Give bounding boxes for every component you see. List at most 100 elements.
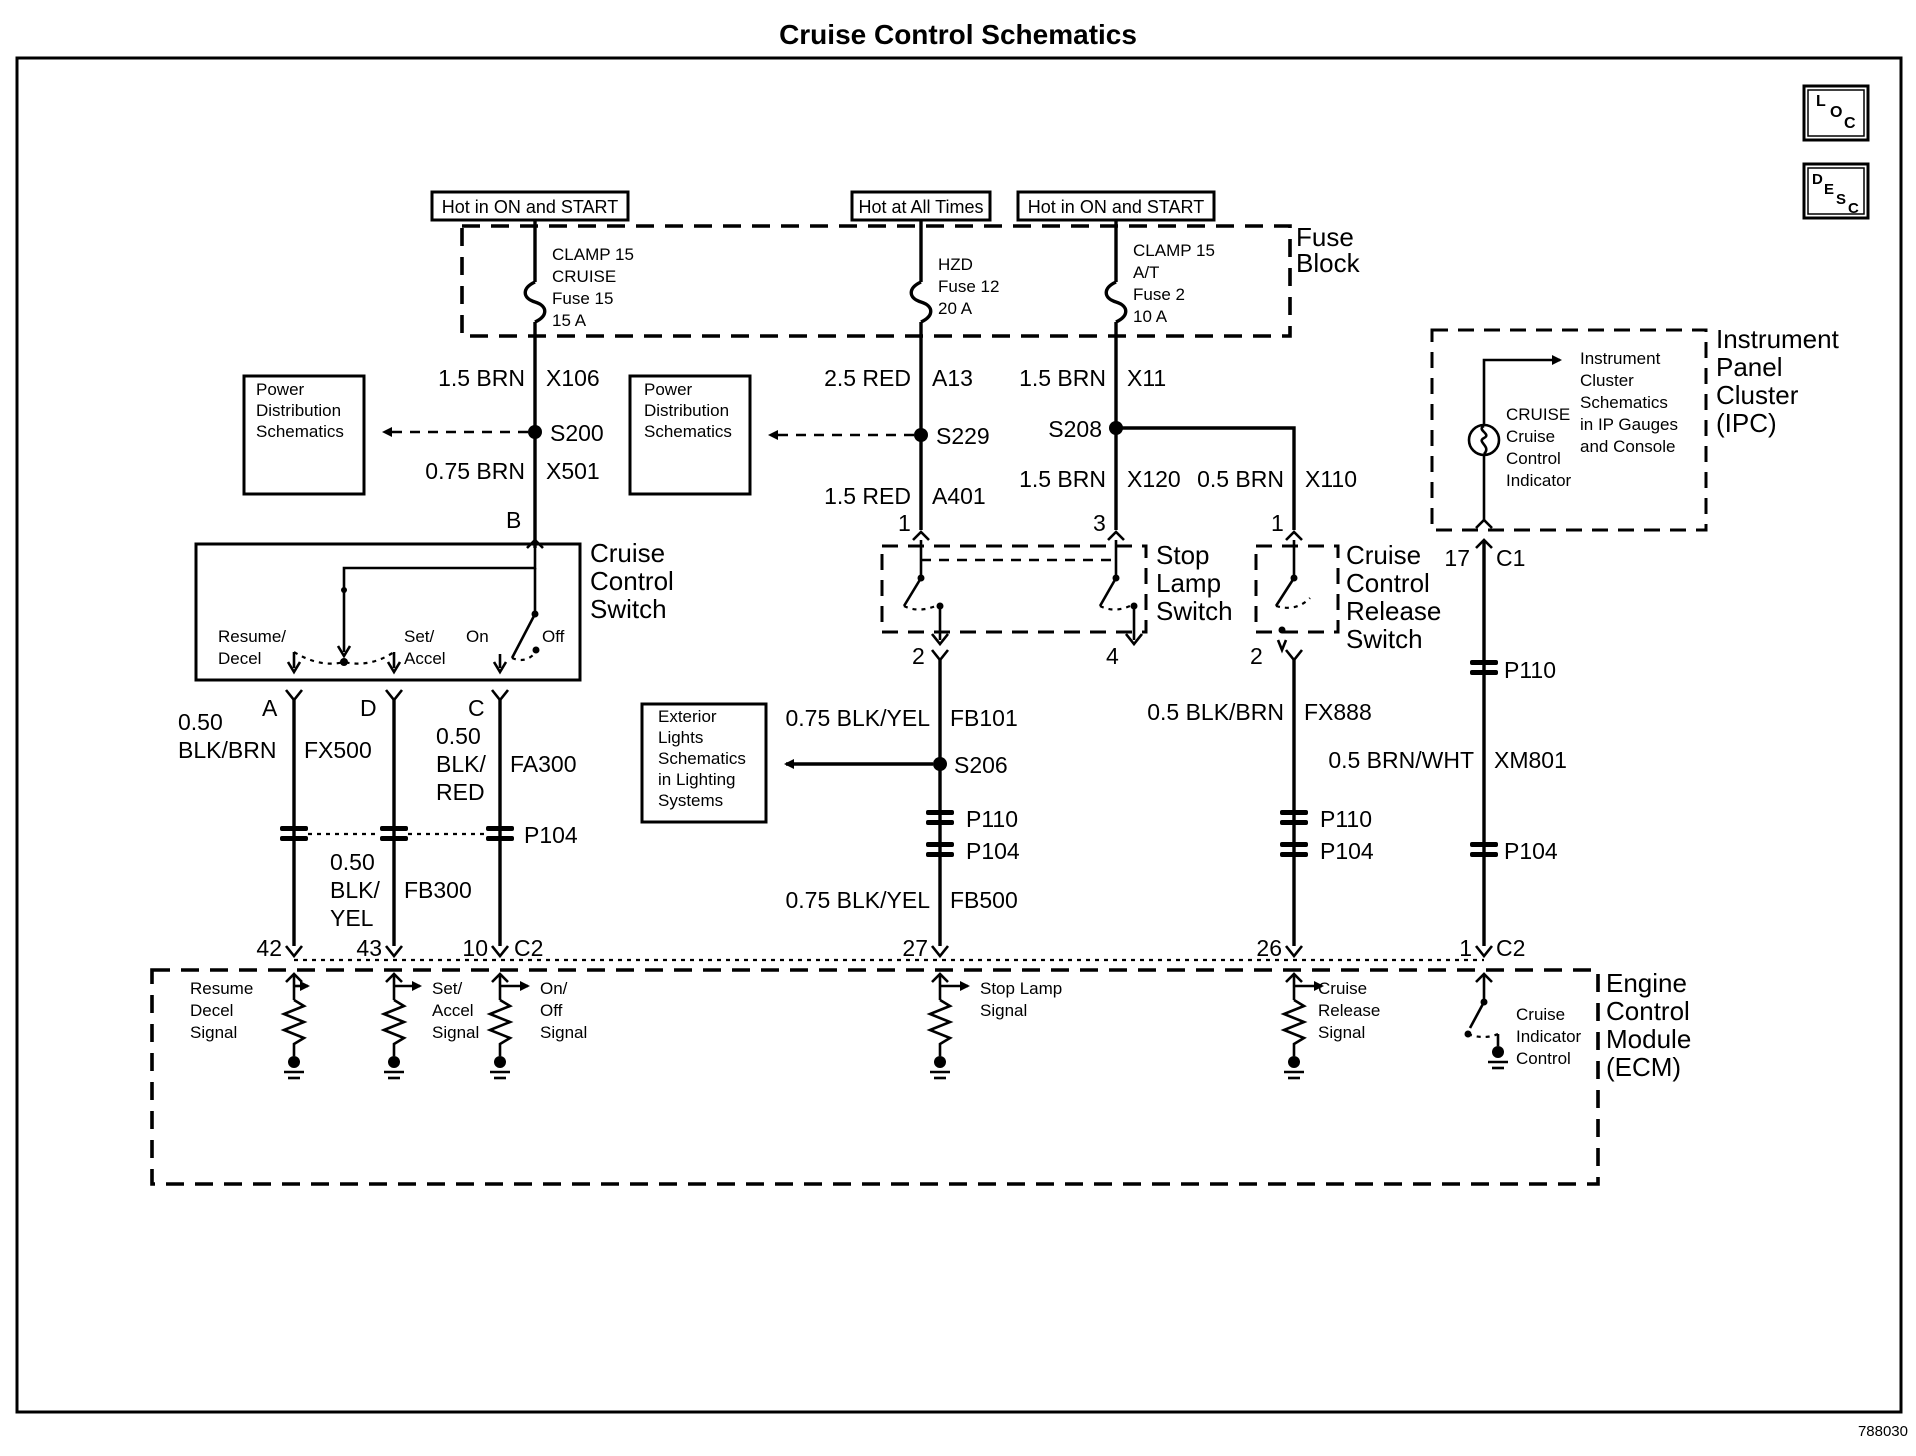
wire-x106-gauge: 1.5 BRN [438, 365, 525, 391]
ecm-set-signal-3: Signal [432, 1023, 479, 1042]
fuse-15-label-1: CLAMP 15 [552, 245, 634, 264]
fuse-12-label-2: Fuse 12 [938, 277, 999, 296]
ecm-release-signal-3: Signal [1318, 1023, 1365, 1042]
fuse-15-label-4: 15 A [552, 311, 587, 330]
connector-p104-label-3: P104 [1320, 838, 1374, 864]
connector-p104-indicator [1470, 842, 1498, 857]
cruise-control-switch-box [194, 542, 582, 682]
pin-ecm-26: 26 [1256, 935, 1282, 961]
wire-xm801-circuit: XM801 [1494, 747, 1567, 773]
ecm-resume-signal-1: Resume [190, 979, 253, 998]
wire-fb300-gauge-3: YEL [330, 905, 374, 931]
ecm-input-release [1280, 972, 1324, 1080]
svg-text:Hot at All Times: Hot at All Times [858, 197, 983, 217]
ecm-stop-signal-2: Signal [980, 1001, 1027, 1020]
switch-output-a [284, 652, 304, 959]
wire-fa300-gauge-1: 0.50 [436, 723, 481, 749]
fuse-15-label-3: Fuse 15 [552, 289, 613, 308]
connector-p110-label-2: P110 [1320, 806, 1372, 832]
desc-button-s: S [1836, 191, 1846, 208]
wire-x501-circuit: X501 [546, 458, 600, 484]
fuse-2-label-2: A/T [1133, 263, 1159, 282]
exterior-lights-ref[interactable]: Exterior Lights Schematics in Lighting S… [640, 702, 768, 824]
ecm-onoff-signal-1: On/ [540, 979, 568, 998]
doc-number: 788030 [1858, 1423, 1908, 1440]
ecm-indicator-control-1: Cruise [1516, 1005, 1565, 1024]
pin-c: C [468, 695, 485, 721]
wire-x120-circuit: X120 [1127, 466, 1181, 492]
ipc-ref-5[interactable]: and Console [1580, 437, 1675, 456]
loc-button-c: C [1844, 115, 1856, 132]
ecm-indicator-control-2: Indicator [1516, 1027, 1582, 1046]
wire-x110-circuit: X110 [1305, 466, 1357, 492]
ipc-indicator-2: Cruise [1506, 427, 1555, 446]
power-label-middle: Hot at All Times [850, 190, 992, 222]
wire-fb101-gauge: 0.75 BLK/YEL [786, 705, 931, 731]
ecm-resume-signal-3: Signal [190, 1023, 237, 1042]
pin-rel-1: 1 [1271, 510, 1284, 536]
connector-p104-switch [280, 826, 514, 841]
power-distribution-ref-2[interactable]: Power Distribution Schematics [628, 374, 752, 496]
pin-ecm-10: 10 [462, 935, 488, 961]
ecm-indicator-control-3: Control [1516, 1049, 1571, 1068]
stop-lamp-switch-box [880, 544, 1148, 634]
fuse-12-label-1: HZD [938, 255, 973, 274]
page-title: Cruise Control Schematics [779, 19, 1137, 50]
fuse-block-label-1: Fuse [1296, 222, 1354, 252]
cruise-switch-label-3: Switch [590, 594, 667, 624]
ecm-label-3: Module [1606, 1024, 1691, 1054]
ipc-indicator-3: Control [1506, 449, 1561, 468]
wire-fx500-gauge-1: 0.50 [178, 709, 223, 735]
fuse-2-label-3: Fuse 2 [1133, 285, 1185, 304]
ipc-ref-2[interactable]: Cluster [1580, 371, 1634, 390]
ipc-ref-3[interactable]: Schematics [1580, 393, 1668, 412]
svg-text:Distribution: Distribution [644, 401, 729, 420]
fuse-2-symbol [1104, 280, 1128, 324]
ipc-label-4: (IPC) [1716, 408, 1777, 438]
pin-b: B [506, 507, 521, 533]
stop-lamp-label-2: Lamp [1156, 568, 1221, 598]
fuse-block-label-2: Block [1296, 248, 1361, 278]
wire-fx500-circuit: FX500 [304, 737, 372, 763]
pin-d: D [360, 695, 377, 721]
svg-text:Schematics: Schematics [256, 422, 344, 441]
desc-button[interactable]: D E S C [1802, 162, 1870, 220]
ecm-set-signal-1: Set/ [432, 979, 463, 998]
ecm-box [150, 968, 1600, 1186]
svg-text:Hot in ON and START: Hot in ON and START [1028, 197, 1204, 217]
pin-ecm-42: 42 [256, 935, 282, 961]
switch-resume-label-1: Resume/ [218, 627, 286, 646]
loc-button-o: O [1830, 104, 1842, 121]
connector-c2-label-2: C2 [1496, 935, 1525, 961]
ipc-ref-4[interactable]: in IP Gauges [1580, 415, 1678, 434]
power-distribution-ref-1[interactable]: Power Distribution Schematics [242, 374, 366, 496]
fuse-15-label-2: CRUISE [552, 267, 616, 286]
wire-fb500-gauge: 0.75 BLK/YEL [786, 887, 931, 913]
ipc-box [1430, 328, 1708, 532]
fuse-block-outline [460, 224, 1292, 338]
release-switch-label-3: Release [1346, 596, 1441, 626]
wire-fb300-gauge-1: 0.50 [330, 849, 375, 875]
svg-text:Lights: Lights [658, 728, 703, 747]
wire-a13-gauge: 2.5 RED [824, 365, 911, 391]
svg-text:Hot in ON and START: Hot in ON and START [442, 197, 618, 217]
connector-p104-label-4: P104 [1504, 838, 1558, 864]
desc-button-d: D [1812, 171, 1823, 188]
ecm-stop-signal-1: Stop Lamp [980, 979, 1062, 998]
ipc-label-3: Cluster [1716, 380, 1799, 410]
pin-ecm-43: 43 [356, 935, 382, 961]
svg-text:Distribution: Distribution [256, 401, 341, 420]
drawing-frame [15, 56, 1903, 1414]
ipc-ref-1[interactable]: Instrument [1580, 349, 1661, 368]
ecm-input-set [380, 972, 422, 1080]
release-switch-box [1254, 544, 1340, 634]
pin-a: A [262, 695, 278, 721]
loc-button-l: L [1816, 93, 1826, 110]
switch-resume-label-2: Decel [218, 649, 261, 668]
wire-fa300-gauge-3: RED [436, 779, 485, 805]
splice-s200 [528, 425, 542, 439]
wire-x106-circuit: X106 [546, 365, 600, 391]
release-switch-label-1: Cruise [1346, 540, 1421, 570]
wire-fx500-gauge-2: BLK/BRN [178, 737, 276, 763]
loc-button[interactable]: L O C [1802, 84, 1870, 142]
